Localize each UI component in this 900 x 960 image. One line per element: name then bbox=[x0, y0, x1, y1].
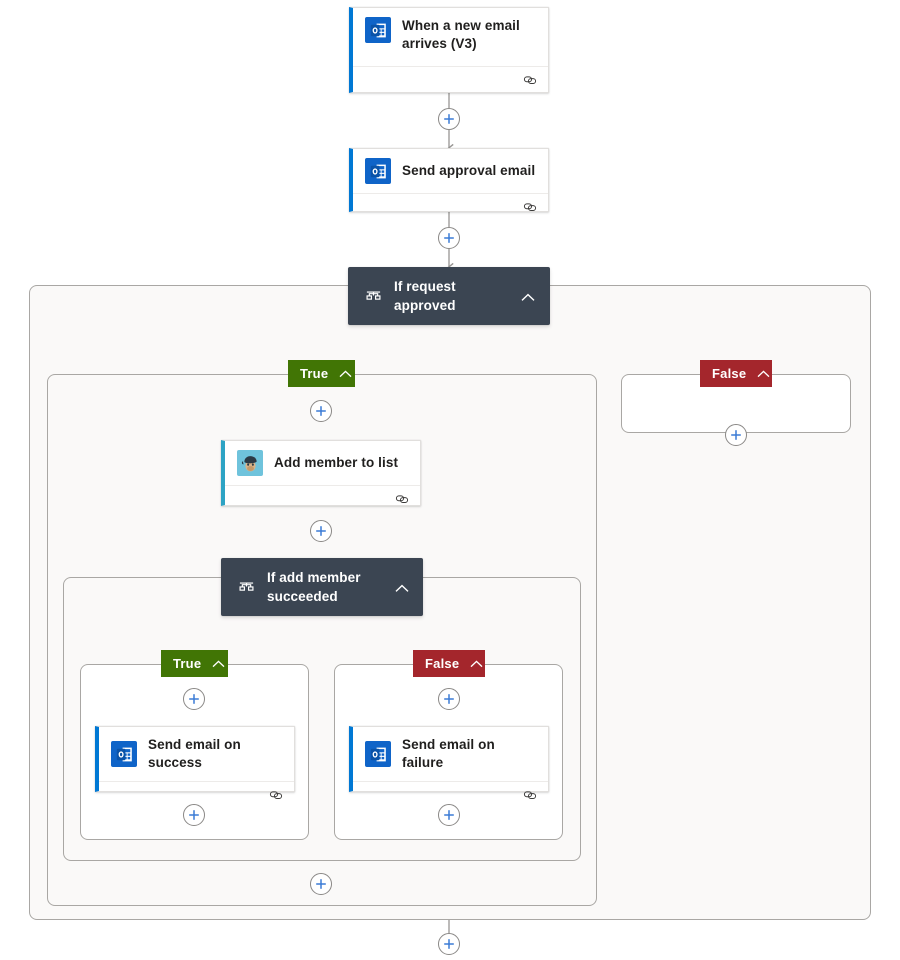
card-header: Send email on failure bbox=[353, 727, 548, 781]
branch-badge-inner-false[interactable]: False bbox=[413, 650, 485, 677]
card-title: Send email on failure bbox=[402, 737, 495, 770]
card-title: When a new email arrives (V3) bbox=[402, 18, 520, 51]
add-step-flow-end[interactable] bbox=[438, 933, 460, 955]
branch-badge-outer-false[interactable]: False bbox=[700, 360, 772, 387]
add-step-after-add-member[interactable] bbox=[310, 520, 332, 542]
chevron-up-icon[interactable] bbox=[393, 582, 411, 593]
branch-badge-inner-true[interactable]: True bbox=[161, 650, 228, 677]
action-card-when-a-new-email-arrives[interactable]: When a new email arrives (V3) bbox=[349, 7, 549, 93]
branch-label: True bbox=[173, 656, 202, 671]
chevron-up-icon[interactable] bbox=[470, 659, 483, 668]
add-step-inner-false-top[interactable] bbox=[438, 688, 460, 710]
chevron-up-icon[interactable] bbox=[339, 369, 352, 378]
add-step-false-branch[interactable] bbox=[725, 424, 747, 446]
link-icon[interactable] bbox=[523, 200, 537, 214]
chevron-up-icon[interactable] bbox=[757, 369, 770, 378]
branch-label: True bbox=[300, 366, 329, 381]
action-card-send-email-on-failure[interactable]: Send email on failure bbox=[349, 726, 549, 799]
card-title: Send approval email bbox=[402, 163, 536, 178]
chevron-up-icon[interactable] bbox=[212, 659, 225, 668]
condition-node-if-request-approved[interactable]: If request approved bbox=[348, 267, 550, 325]
condition-title: If request approved bbox=[394, 279, 456, 313]
card-footer bbox=[353, 193, 548, 219]
card-footer bbox=[353, 781, 548, 807]
add-step-inner-false-bottom[interactable] bbox=[438, 804, 460, 826]
add-step-true-branch-bottom[interactable] bbox=[310, 873, 332, 895]
branch-badge-outer-true[interactable]: True bbox=[288, 360, 355, 387]
link-icon[interactable] bbox=[269, 788, 283, 802]
add-step-inner-true-bottom[interactable] bbox=[183, 804, 205, 826]
outlook-icon bbox=[365, 158, 391, 184]
link-icon[interactable] bbox=[523, 788, 537, 802]
add-step-after-send-approval-email[interactable] bbox=[438, 227, 460, 249]
action-card-send-email-on-success[interactable]: Send email on success bbox=[95, 726, 295, 799]
chevron-up-icon[interactable] bbox=[519, 291, 537, 302]
condition-title: If add member succeeded bbox=[267, 570, 361, 604]
card-title: Add member to list bbox=[274, 455, 399, 470]
outlook-icon bbox=[365, 17, 391, 43]
card-footer bbox=[99, 781, 294, 807]
mailchimp-icon bbox=[237, 450, 263, 476]
branch-label: False bbox=[425, 656, 460, 671]
condition-node-if-add-member-succeeded[interactable]: If add member succeeded bbox=[221, 558, 423, 616]
action-card-send-approval-email[interactable]: Send approval email bbox=[349, 148, 549, 212]
add-step-true-branch-top[interactable] bbox=[310, 400, 332, 422]
card-header: Send approval email bbox=[353, 149, 548, 193]
link-icon[interactable] bbox=[395, 492, 409, 506]
outlook-icon bbox=[111, 741, 137, 767]
card-footer bbox=[353, 66, 548, 92]
condition-icon bbox=[235, 579, 257, 596]
action-card-add-member-to-list[interactable]: Add member to list bbox=[221, 440, 421, 506]
add-step-inner-true-top[interactable] bbox=[183, 688, 205, 710]
branch-label: False bbox=[712, 366, 747, 381]
add-step-after-trigger[interactable] bbox=[438, 108, 460, 130]
card-footer bbox=[225, 485, 420, 511]
link-icon[interactable] bbox=[523, 73, 537, 87]
card-header: Add member to list bbox=[225, 441, 420, 485]
outlook-icon bbox=[365, 741, 391, 767]
condition-icon bbox=[362, 288, 384, 305]
card-header: When a new email arrives (V3) bbox=[353, 8, 548, 62]
card-title: Send email on success bbox=[148, 737, 241, 770]
card-header: Send email on success bbox=[99, 727, 294, 781]
